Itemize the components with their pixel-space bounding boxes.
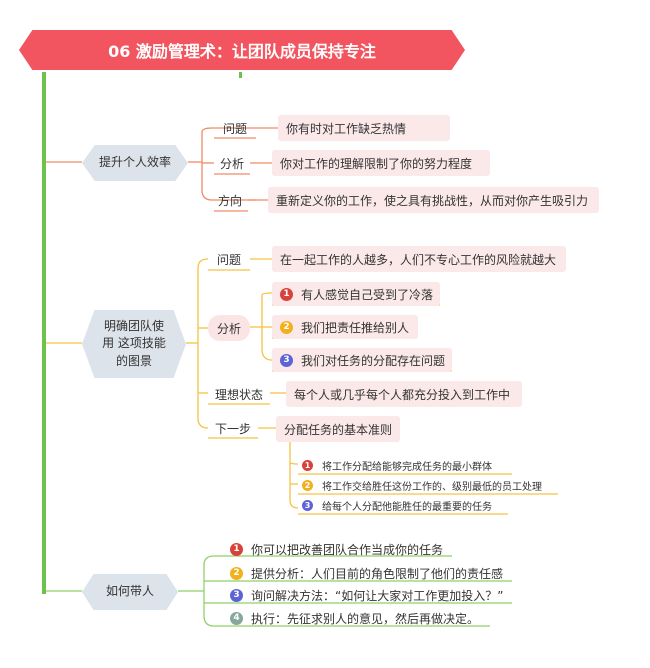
b3-item[interactable]: 3 询问解决方法：“如何让大家对工作更加投入？” — [230, 586, 503, 604]
b2-analysis-label[interactable]: 分析 — [208, 315, 250, 341]
b1-analysis-text[interactable]: 你对工作的理解限制了你的努力程度 — [272, 150, 490, 176]
b3-item[interactable]: 1 你可以把改善团队合作当成你的任务 — [230, 540, 443, 558]
b2-ideal-text[interactable]: 每个人或几乎每个人都充分投入到工作中 — [286, 381, 522, 407]
branch1-lines — [46, 127, 278, 212]
number-2-icon: 2 — [302, 479, 313, 491]
number-3-icon: 3 — [230, 588, 243, 602]
branch-node-team-picture[interactable]: 明确团队使 用 这项技能 的图景 — [82, 310, 186, 378]
b1-problem-label[interactable]: 问题 — [222, 121, 247, 136]
b2-problem-label[interactable]: 问题 — [216, 252, 241, 267]
b3-item[interactable]: 2 提供分析：人们目前的角色限制了他们的责任感 — [230, 564, 503, 582]
number-3-icon: 3 — [302, 499, 313, 511]
b1-direction-text[interactable]: 重新定义你的工作，使之具有挑战性，从而对你产生吸引力 — [268, 187, 599, 213]
number-2-icon: 2 — [280, 320, 293, 334]
b2-next-item[interactable]: 3 给每个人分配他能胜任的最重要的任务 — [302, 496, 492, 514]
b2-next-label[interactable]: 下一步 — [214, 421, 251, 436]
b2-label-line1: 明确团队使 — [103, 318, 164, 333]
b2-problem-text[interactable]: 在一起工作的人越多，人们不专心工作的风险就越大 — [272, 246, 566, 272]
b1-analysis-label[interactable]: 分析 — [219, 156, 244, 171]
b2-label-line2: 用 这项技能 — [102, 336, 166, 351]
b2-label-line3: 的图景 — [115, 353, 152, 368]
b2-next-text[interactable]: 分配任务的基本准则 — [276, 416, 400, 442]
b2-analysis-item[interactable]: 3 我们对任务的分配存在问题 — [272, 348, 452, 372]
b1-direction-label[interactable]: 方向 — [217, 193, 242, 208]
b1-problem-text[interactable]: 你有时对工作缺乏热情 — [278, 115, 450, 141]
trunk-line — [42, 72, 46, 594]
branch-node-lead-people[interactable]: 如何带人 — [82, 574, 178, 610]
b2-next-item[interactable]: 1 将工作分配给能够完成任务的最小群体 — [302, 456, 492, 474]
number-1-icon: 1 — [230, 542, 243, 556]
title-stub — [239, 72, 242, 78]
b2-ideal-label[interactable]: 理想状态 — [214, 387, 263, 402]
b2-analysis-item[interactable]: 1 有人感觉自己受到了冷落 — [272, 282, 440, 306]
b2-next-item[interactable]: 2 将工作交给胜任这份工作的、级别最低的员工处理 — [302, 476, 542, 494]
branch-node-improve-efficiency[interactable]: 提升个人效率 — [82, 145, 188, 181]
number-2-icon: 2 — [230, 566, 243, 580]
number-3-icon: 3 — [280, 353, 293, 367]
number-4-icon: 4 — [230, 611, 243, 625]
number-1-icon: 1 — [280, 287, 293, 301]
branch3-lines — [46, 555, 512, 627]
b3-item[interactable]: 4 执行：先征求别人的意见，然后再做决定。 — [230, 609, 479, 627]
map-title: 06 激励管理术：让团队成员保持专注 — [19, 30, 465, 70]
b2-analysis-item[interactable]: 2 我们把责任推给别人 — [272, 315, 418, 339]
number-1-icon: 1 — [302, 459, 313, 471]
